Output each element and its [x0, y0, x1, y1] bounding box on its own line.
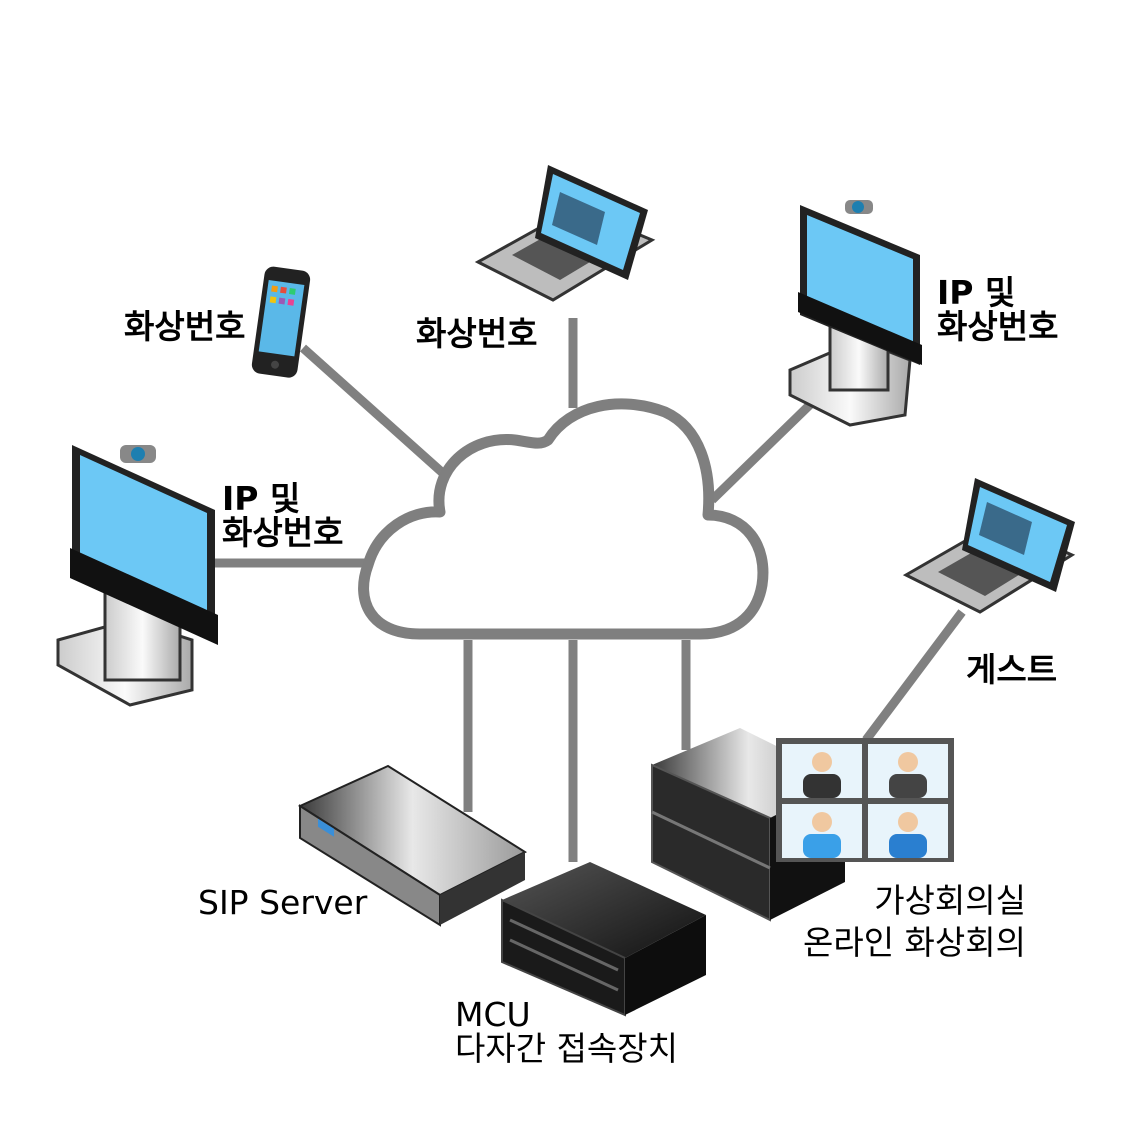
laptop-icon-guest — [902, 478, 1076, 614]
phone-label: 화상번호 — [124, 307, 246, 346]
room-right-label-line2: 화상번호 — [937, 307, 1059, 346]
virtual-room-label-line1: 가상회의실 — [874, 881, 1026, 920]
link-phone — [300, 344, 448, 479]
video-conference-system-icon-right — [788, 200, 922, 427]
server-with-video-grid-icon — [651, 728, 954, 922]
link-guest — [862, 609, 966, 743]
network-links — [215, 318, 966, 862]
mcu-label-line1: MCU — [455, 995, 531, 1034]
virtual-room-label: 가상회의실 온라인 화상회의 — [786, 880, 1026, 964]
room-right-label: IP 및 화상번호 — [937, 276, 1058, 344]
video-conference-system-icon-left — [56, 445, 218, 707]
laptop-icon-top — [474, 165, 656, 302]
rack-server-icon — [297, 764, 528, 927]
room-left-label-line2: 화상번호 — [222, 513, 344, 552]
room-right-label-line1: IP 및 — [937, 273, 1016, 312]
room-left-label-line1: IP 및 — [222, 479, 301, 518]
link-room-right — [708, 389, 826, 504]
room-left-label: IP 및 화상번호 — [222, 482, 343, 550]
smartphone-icon — [251, 266, 311, 378]
participant-avatars — [803, 752, 927, 858]
cloud-icon — [358, 398, 769, 640]
guest-label: 게스트 — [966, 650, 1058, 689]
mcu-server-icon — [501, 862, 706, 1017]
sip-server-label: SIP Server — [198, 883, 368, 922]
laptop-top-label: 화상번호 — [416, 314, 538, 353]
virtual-room-label-line2: 온라인 화상회의 — [802, 923, 1026, 962]
mcu-label: MCU 다자간 접속장치 — [455, 998, 678, 1066]
mcu-label-line2: 다자간 접속장치 — [455, 1029, 679, 1068]
